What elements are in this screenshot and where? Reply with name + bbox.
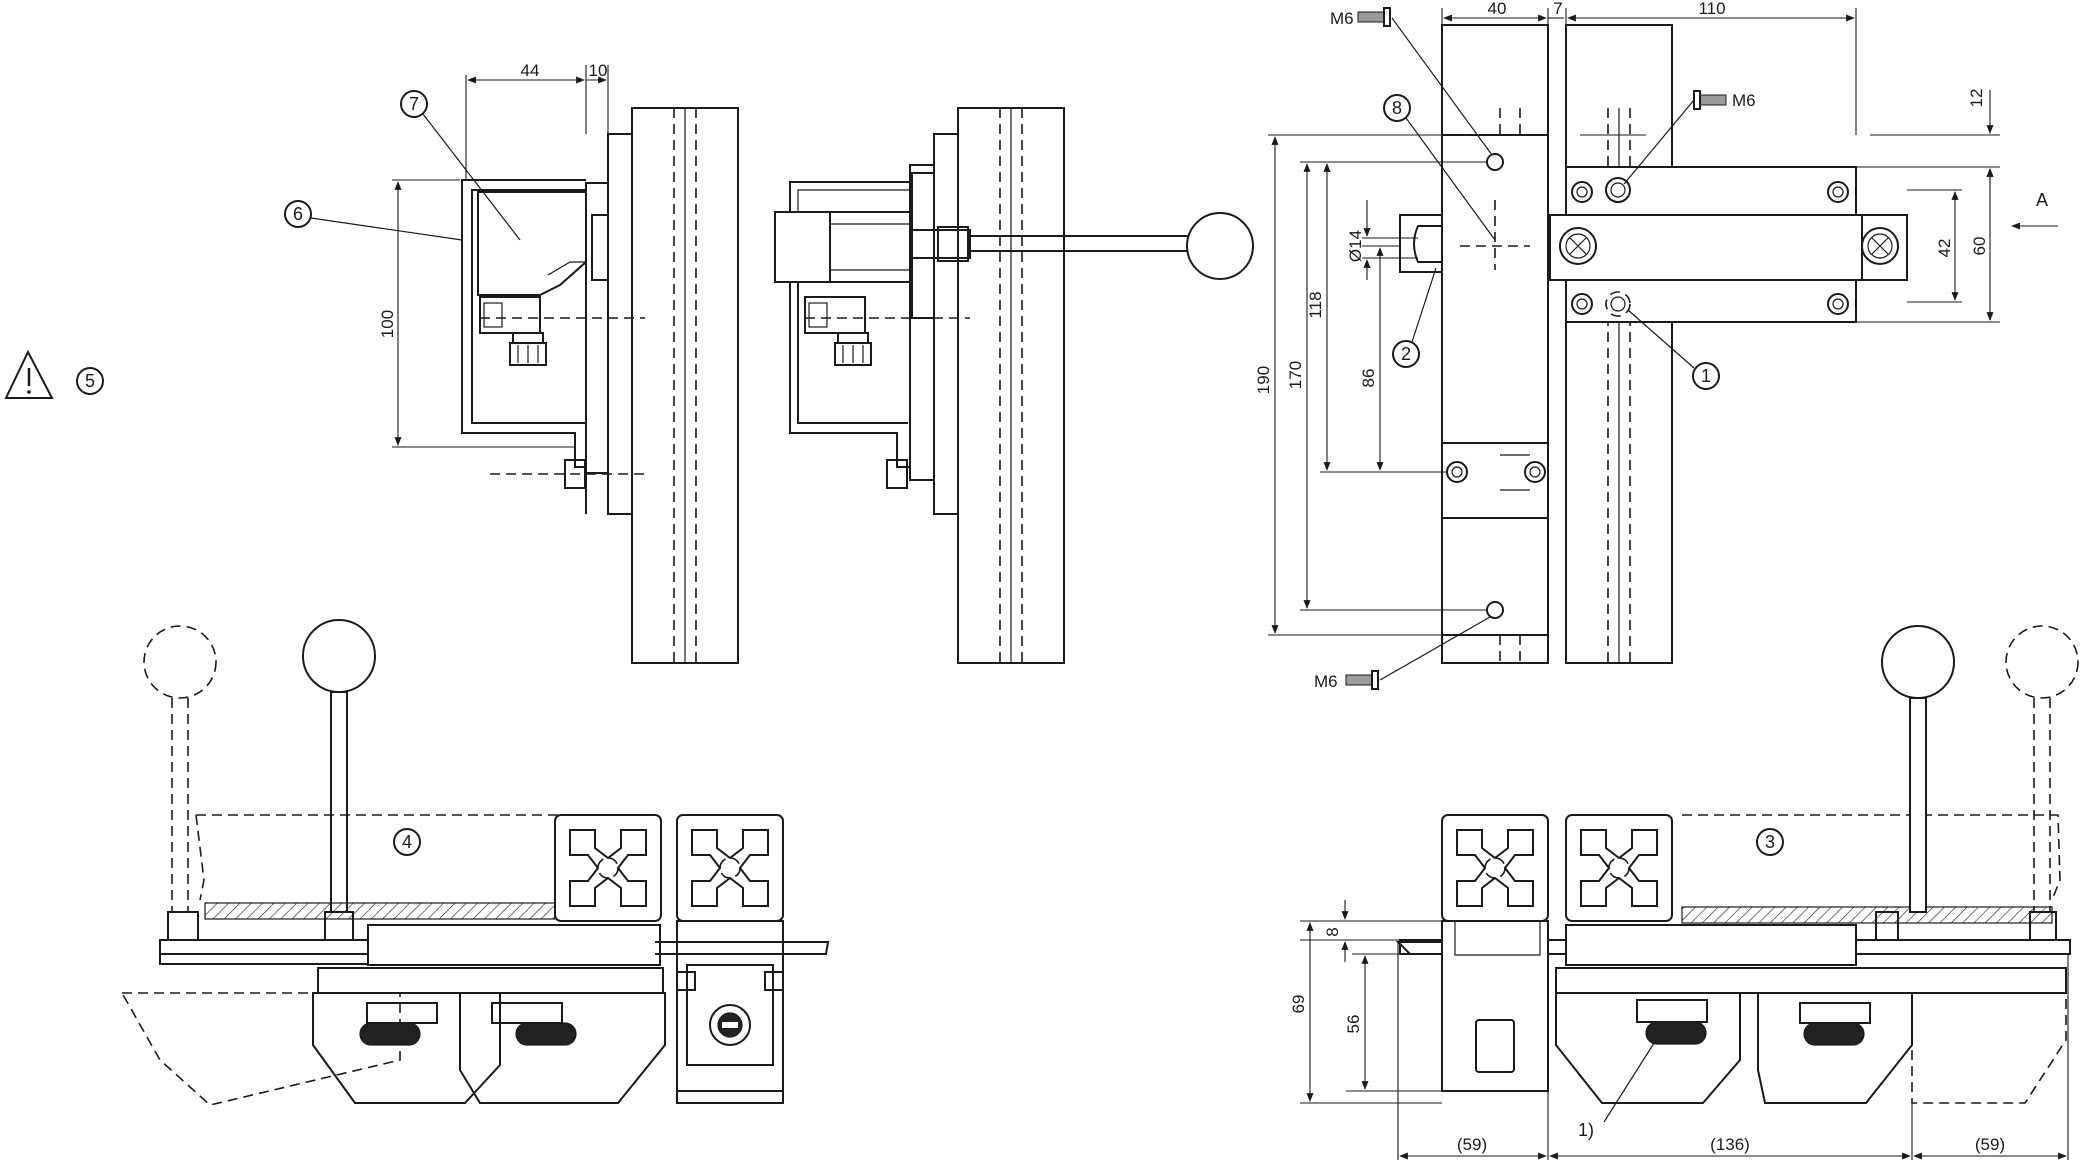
svg-text:6: 6 — [293, 204, 303, 224]
dim-59-right: (59) — [1975, 1135, 2005, 1154]
dim-40: 40 — [1488, 0, 1507, 18]
bottom-view-right — [1395, 625, 2079, 1104]
dim-69: 69 — [1289, 995, 1308, 1014]
dim-86: 86 — [1359, 369, 1378, 388]
callout-3: 3 — [1756, 828, 1784, 856]
label-m6-top: M6 — [1330, 9, 1354, 28]
dim-8: 8 — [1323, 927, 1342, 936]
dim-100: 100 — [378, 310, 397, 338]
svg-text:8: 8 — [1392, 98, 1402, 118]
front-view-labels: M6 M6 M6 A — [1314, 9, 2048, 691]
side-view-2 — [774, 107, 1254, 664]
m6-screw-mid-icon — [1693, 90, 1727, 110]
bottom-view-right-dimensions: 8 69 56 (59) (136) (59) — [1289, 900, 2069, 1160]
svg-text:7: 7 — [409, 94, 419, 114]
side-view-1 — [461, 107, 739, 664]
svg-text:4: 4 — [402, 832, 412, 852]
profile-section-1 — [554, 814, 662, 922]
dim-12: 12 — [1967, 89, 1986, 108]
dim-118: 118 — [1306, 291, 1325, 318]
svg-text:1: 1 — [1701, 366, 1711, 386]
label-m6-mid: M6 — [1732, 91, 1756, 110]
callout-6: 6 — [284, 200, 463, 241]
svg-text:1): 1) — [1578, 1120, 1594, 1140]
svg-text:3: 3 — [1765, 832, 1775, 852]
dim-56: 56 — [1344, 1015, 1363, 1034]
callout-8: 8 — [1383, 94, 1496, 241]
dim-190: 190 — [1254, 366, 1273, 394]
dim-44: 44 — [521, 61, 540, 80]
dim-170: 170 — [1286, 361, 1305, 389]
callout-1: 1 — [1627, 309, 1720, 390]
svg-text:2: 2 — [1401, 344, 1411, 364]
dim-dia-14: Ø14 — [1346, 230, 1365, 262]
callout-5-text: 5 — [85, 371, 95, 391]
front-view-dimensions: 40 7 110 12 60 42 190 170 118 86 — [1254, 0, 2000, 636]
dim-60: 60 — [1970, 237, 1989, 256]
profile-section-4 — [1565, 814, 1673, 922]
m6-screw-top-icon — [1357, 7, 1391, 27]
dim-136: (136) — [1710, 1135, 1750, 1154]
callout-5: 5 — [76, 367, 104, 395]
warning-triangle-icon — [4, 349, 54, 399]
dim-7: 7 — [1553, 0, 1562, 18]
label-m6-bottom: M6 — [1314, 672, 1338, 691]
dim-42: 42 — [1935, 239, 1954, 258]
footnote-1-marker: 1) — [1578, 1039, 1657, 1140]
callout-2: 2 — [1392, 267, 1437, 368]
side-view-1-dimensions: 44 10 100 — [378, 61, 609, 448]
dim-10: 10 — [589, 61, 608, 80]
front-view — [1345, 7, 2058, 690]
dim-59-left: (59) — [1457, 1135, 1487, 1154]
callout-7: 7 — [400, 90, 521, 241]
dim-110: 110 — [1698, 0, 1725, 18]
bottom-view-left — [120, 619, 830, 1106]
label-view-a: A — [2036, 190, 2048, 210]
profile-section-3 — [1441, 814, 1549, 922]
callout-4: 4 — [393, 828, 421, 856]
m6-screw-bottom-icon — [1345, 670, 1379, 690]
profile-section-2 — [676, 814, 784, 922]
